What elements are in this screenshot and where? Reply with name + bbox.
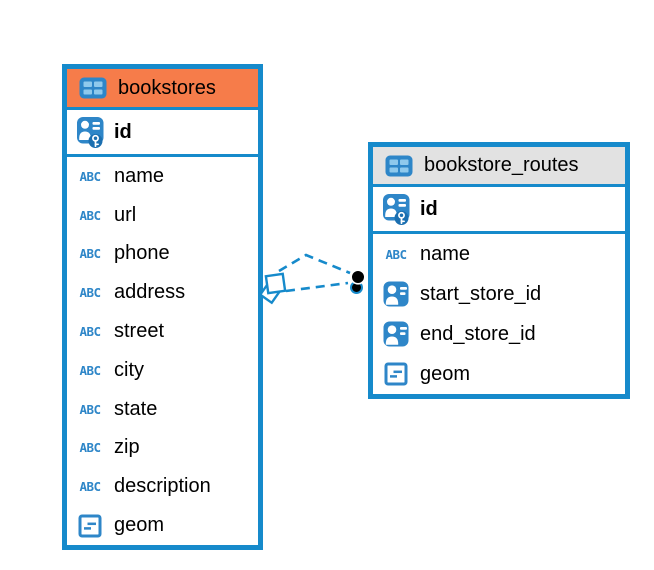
column-row[interactable]: ABC name [67,157,258,196]
column-row-routes-id[interactable]: id [373,187,625,234]
column-row[interactable]: start_store_id [373,274,625,314]
column-name: phone [114,242,170,265]
relationship-source-marker[interactable] [258,272,287,305]
abc-glyph: ABC [79,324,101,340]
column-row[interactable]: ABC address [67,273,258,312]
column-row[interactable]: end_store_id [373,314,625,354]
text-type-icon: ABC [381,247,411,262]
relationship-line-lower[interactable] [285,281,349,293]
geometry-type-icon [75,514,105,538]
reference-column-icon [381,281,411,307]
column-name: city [114,358,144,381]
column-name: zip [114,436,140,459]
abc-glyph: ABC [79,440,101,456]
reference-column-icon [381,321,411,347]
column-row[interactable]: ABC name [373,234,625,274]
primary-key-icon [381,193,411,226]
column-name: url [114,203,137,226]
table-bookstore-routes[interactable]: bookstore_routes id ABC [368,142,630,399]
abc-glyph: ABC [385,246,407,262]
column-name: street [114,320,165,343]
column-name: id [114,120,132,143]
column-row[interactable]: ABC city [67,351,258,390]
text-type-icon: ABC [75,363,105,378]
abc-glyph: ABC [79,246,101,262]
text-type-icon: ABC [75,246,105,261]
geometry-type-icon [381,362,411,386]
table-bookstores[interactable]: bookstores id ABC [62,64,263,550]
column-list: ABC name start_store_id [373,234,625,394]
column-row-bookstores-id[interactable]: id [67,110,258,157]
abc-glyph: ABC [79,285,101,301]
abc-glyph: ABC [79,401,101,417]
text-type-icon: ABC [75,169,105,184]
column-row[interactable]: ABC description [67,467,258,506]
text-type-icon: ABC [75,324,105,339]
text-type-icon: ABC [75,440,105,455]
primary-key-icon [75,116,105,149]
column-name: address [114,281,186,304]
abc-glyph: ABC [79,168,101,184]
column-row[interactable]: ABC street [67,312,258,351]
relationship-target-marker[interactable] [350,269,366,294]
column-name: start_store_id [420,282,542,305]
relationship-line-upper[interactable] [278,253,351,275]
column-name: geom [420,362,471,385]
column-row[interactable]: ABC phone [67,235,258,274]
column-row[interactable]: geom [373,354,625,394]
column-name: id [420,197,438,220]
column-row[interactable]: ABC state [67,390,258,429]
column-row[interactable]: geom [67,506,258,545]
column-name: end_store_id [420,322,536,345]
column-name: name [114,164,165,187]
text-type-icon: ABC [75,402,105,417]
column-name: geom [114,514,165,537]
table-bookstore-routes-header[interactable]: bookstore_routes [373,147,625,187]
column-list: ABC name ABC url ABC phone ABC address A… [67,157,258,545]
column-name: state [114,397,158,420]
abc-glyph: ABC [79,362,101,378]
table-title: bookstores [118,76,216,99]
table-icon [384,155,414,177]
table-title: bookstore_routes [424,154,579,176]
column-row[interactable]: ABC url [67,196,258,235]
abc-glyph: ABC [79,479,101,495]
column-name: description [114,475,211,498]
table-icon [78,77,108,99]
text-type-icon: ABC [75,208,105,223]
abc-glyph: ABC [79,207,101,223]
text-type-icon: ABC [75,285,105,300]
column-row[interactable]: ABC zip [67,429,258,468]
column-name: name [420,242,471,265]
text-type-icon: ABC [75,479,105,494]
table-bookstores-header[interactable]: bookstores [67,69,258,110]
